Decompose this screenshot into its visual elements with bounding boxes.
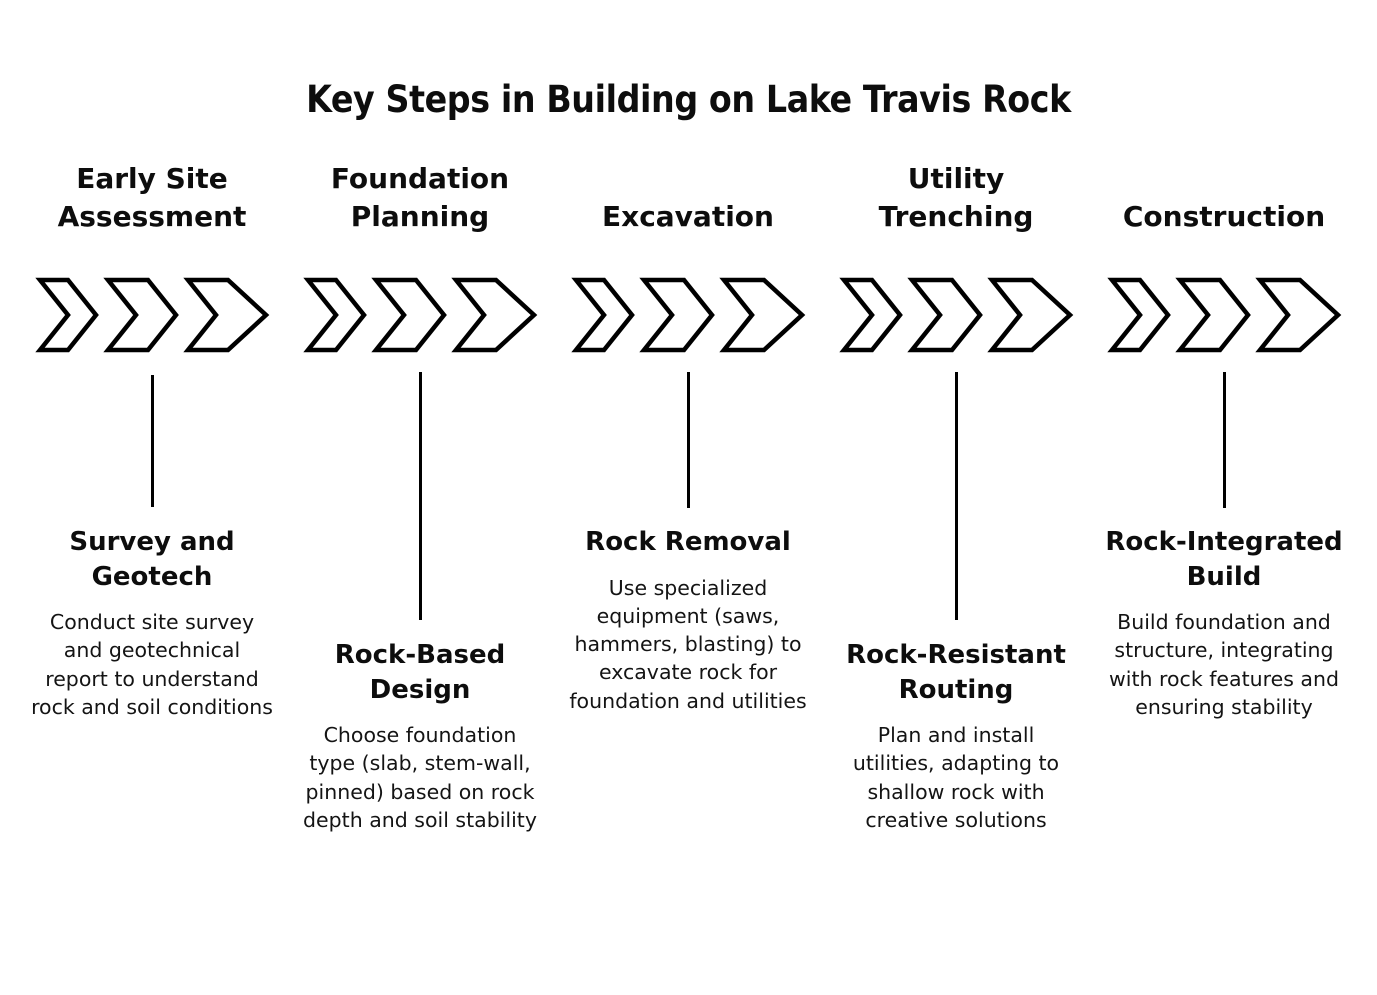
step-header-5: Construction xyxy=(1122,200,1326,233)
connector-line-1 xyxy=(151,375,154,507)
process-step-3: Excavation Rock Removal Use specialized … xyxy=(566,160,810,713)
connector-line-4 xyxy=(955,372,958,620)
step-detail-3: Rock Removal Use specialized equipment (… xyxy=(566,525,810,715)
step-detail-text-5: Build foundation and structure, integrat… xyxy=(1109,610,1339,719)
step-detail-title-1: Survey and Geotech xyxy=(69,527,235,592)
step-detail-5: Rock-Integrated Build Build foundation a… xyxy=(1102,525,1346,721)
connector-line-2 xyxy=(419,372,422,620)
step-detail-title-3: Rock Removal xyxy=(585,527,791,557)
step-detail-title-4: Rock-Resistant Routing xyxy=(846,640,1066,705)
process-step-2: Foundation Planning Rock-Based Design Ch… xyxy=(298,160,542,832)
process-step-1: Early Site Assessment Survey and Geotech… xyxy=(30,160,274,719)
triple-chevron-right-icon xyxy=(298,270,542,360)
step-detail-4: Rock-Resistant Routing Plan and install … xyxy=(834,638,1078,834)
step-header-1: Early Site Assessment xyxy=(57,162,247,233)
step-header-3: Excavation xyxy=(602,200,774,233)
step-header-4: Utility Trenching xyxy=(878,162,1034,233)
step-detail-2: Rock-Based Design Choose foundation type… xyxy=(298,638,542,834)
triple-chevron-right-icon xyxy=(566,270,810,360)
triple-chevron-right-icon xyxy=(1102,270,1346,360)
step-detail-1: Survey and Geotech Conduct site survey a… xyxy=(30,525,274,721)
step-detail-text-2: Choose foundation type (slab, stem-wall,… xyxy=(303,723,537,832)
triple-chevron-right-icon xyxy=(834,270,1078,360)
step-detail-title-2: Rock-Based Design xyxy=(334,640,506,705)
process-step-5: Construction Rock-Integrated Build Build… xyxy=(1102,160,1346,719)
step-header-2: Foundation Planning xyxy=(330,162,510,233)
triple-chevron-right-icon xyxy=(30,270,274,360)
step-detail-title-5: Rock-Integrated Build xyxy=(1105,527,1343,592)
page-title: Key Steps in Building on Lake Travis Roc… xyxy=(306,78,1071,121)
connector-line-5 xyxy=(1223,372,1226,508)
process-step-4: Utility Trenching Rock-Resistant Routing… xyxy=(834,160,1078,832)
connector-line-3 xyxy=(687,372,690,508)
step-detail-text-3: Use specialized equipment (saws, hammers… xyxy=(569,575,807,713)
step-detail-text-1: Conduct site survey and geotechnical rep… xyxy=(31,610,273,719)
step-detail-text-4: Plan and install utilities, adapting to … xyxy=(852,723,1060,832)
